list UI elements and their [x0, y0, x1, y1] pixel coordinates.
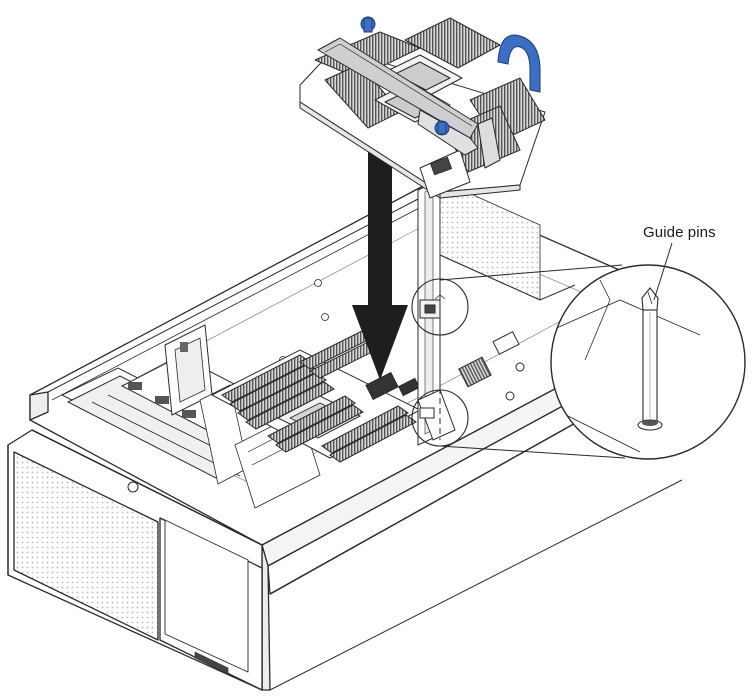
magnified-guide-pin-view — [550, 264, 746, 460]
guide-pins-leader — [653, 242, 673, 301]
front-mesh-panel — [13, 451, 159, 641]
guide-pins-label: Guide pins — [643, 224, 716, 241]
install-direction-arrow — [352, 152, 408, 380]
memory-expansion-tray — [299, 17, 546, 199]
front-bezel — [7, 429, 263, 691]
tray-blue-handles — [360, 16, 541, 136]
rear-bracket — [417, 179, 576, 446]
blue-handle-icon — [497, 34, 541, 93]
system-board-processor — [210, 325, 525, 463]
magnifier-leaders — [439, 264, 626, 459]
drive-bays — [60, 324, 321, 509]
guide-pin-icon — [637, 287, 663, 431]
